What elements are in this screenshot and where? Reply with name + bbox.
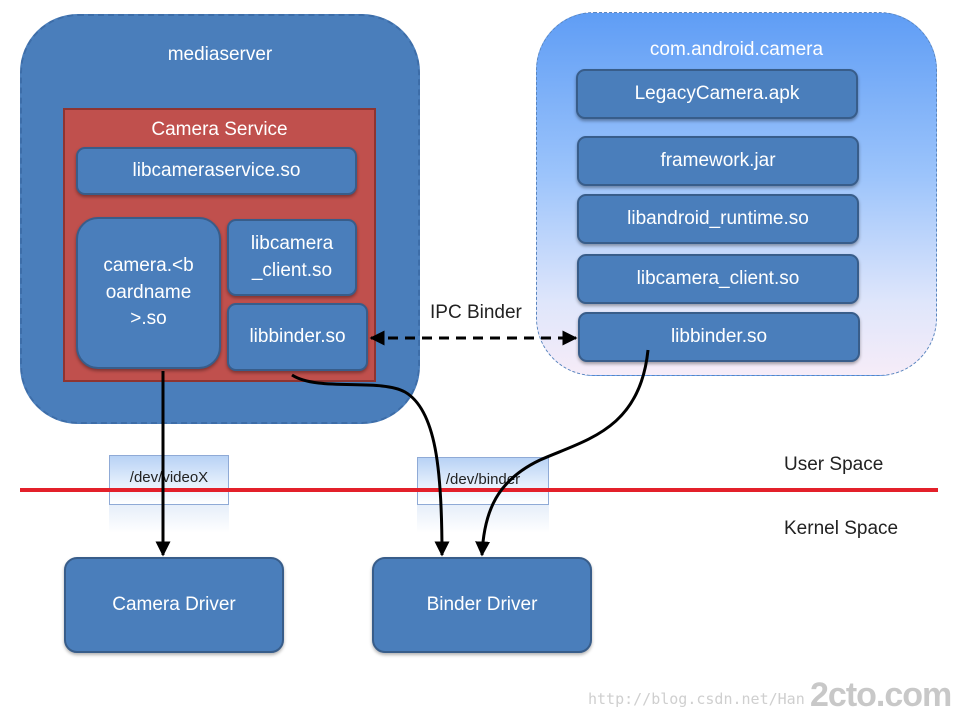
watermark-url: http://blog.csdn.net/Han xyxy=(588,690,805,708)
app-module-label: libbinder.so xyxy=(670,325,768,347)
camera-hal-box: camera.<b oardname >.so xyxy=(76,217,221,369)
camera-hal-label-line-2: oardname xyxy=(105,281,192,303)
app-module-label: libcamera_client.so xyxy=(636,267,800,289)
user-space-label: User Space xyxy=(784,454,884,475)
ipc-binder-label: IPC Binder xyxy=(430,302,522,323)
camera-hal-label-line-3: >.so xyxy=(130,308,167,330)
libcameraservice-label: libcameraservice.so xyxy=(132,159,301,181)
dev-binder-label: /dev/binder xyxy=(445,471,521,488)
dev-videox-reflection xyxy=(109,505,229,533)
user-kernel-boundary-line xyxy=(20,488,938,492)
camera-service-title: Camera Service xyxy=(151,119,288,140)
libbinder-server-box: libbinder.so xyxy=(227,303,368,371)
app-module-libbinder: libbinder.so xyxy=(578,312,860,362)
binder-driver-box: Binder Driver xyxy=(372,557,592,653)
camera-app-title: com.android.camera xyxy=(649,39,824,60)
camera-driver-label: Camera Driver xyxy=(112,594,236,615)
app-module-label: framework.jar xyxy=(660,149,776,171)
server-libbinder-to-binder-driver-curve xyxy=(291,373,450,557)
app-module-label: libandroid_runtime.so xyxy=(627,207,809,229)
app-module-android-runtime: libandroid_runtime.so xyxy=(577,194,859,244)
watermark-logo: 2cto.com xyxy=(810,676,952,714)
libcamera-client-server-box: libcamera _client.so xyxy=(227,219,357,296)
dev-binder-reflection xyxy=(417,505,549,533)
app-module-camera-client: libcamera_client.so xyxy=(577,254,859,304)
app-module-label: LegacyCamera.apk xyxy=(634,82,800,104)
app-module-framework: framework.jar xyxy=(577,136,859,186)
app-module-legacycamera: LegacyCamera.apk xyxy=(576,69,858,119)
mediaserver-title: mediaserver xyxy=(167,44,273,65)
dev-videox-node: /dev/videoX xyxy=(109,455,229,505)
camera-hal-label-line-1: camera.<b xyxy=(103,255,194,277)
dev-videox-label: /dev/videoX xyxy=(129,469,209,486)
camera-driver-box: Camera Driver xyxy=(64,557,284,653)
binder-driver-label: Binder Driver xyxy=(426,594,538,615)
libcamera-client-server-line-1: libcamera xyxy=(250,232,334,254)
libcamera-client-server-line-2: _client.so xyxy=(251,259,333,281)
libcameraservice-box: libcameraservice.so xyxy=(76,147,357,195)
kernel-space-label: Kernel Space xyxy=(784,518,899,539)
libbinder-server-label: libbinder.so xyxy=(249,325,346,347)
app-libbinder-to-binder-driver-curve xyxy=(475,349,650,557)
